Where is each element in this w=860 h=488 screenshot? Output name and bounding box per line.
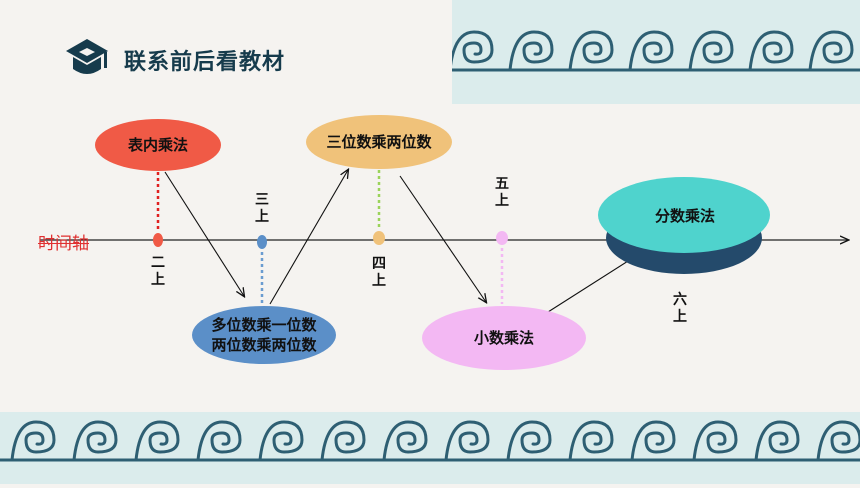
grade-label-2a: 二 上: [151, 255, 165, 288]
node-decimal-mult-shape: [422, 306, 586, 370]
spiral-wave-icon: [692, 420, 738, 462]
spiral-wave-icon: [258, 420, 304, 462]
spiral-wave-icon: [508, 30, 554, 72]
spiral-wave-icon: [754, 420, 800, 462]
page-title: 联系前后看教材: [124, 50, 286, 75]
spiral-wave-icon: [630, 420, 676, 462]
grade-label-4a: 四 上: [372, 256, 386, 289]
timeline-label: 时间轴: [38, 234, 89, 254]
spiral-wave-icon: [10, 420, 56, 462]
node-three-by-two-shape: [306, 115, 452, 169]
spiral-wave-icon: [196, 420, 242, 462]
decorative-wave-band-bottom: [0, 412, 860, 484]
timeline-point-grade5: [496, 231, 508, 245]
spiral-wave-icon: [506, 420, 552, 462]
spiral-wave-icon: [816, 420, 860, 462]
arrow-three-to-decimal: [399, 175, 486, 302]
node-three-by-two: 三位数乘两位数: [326, 133, 432, 151]
node-multi-digit-shape: [192, 306, 336, 364]
node-fraction-mult: 分数乘法: [654, 207, 715, 225]
grade-label-3a: 三 上: [255, 192, 269, 225]
spiral-wave-icon: [628, 30, 674, 72]
grade-label-6a: 六 上: [673, 292, 687, 325]
spiral-wave-pattern-top: [448, 30, 860, 72]
spiral-wave-icon: [688, 30, 734, 72]
timeline-point-grade3: [257, 235, 267, 249]
decorative-wave-band-top: [448, 0, 860, 104]
arrow-multi-to-three: [269, 170, 348, 305]
node-table-mult-shape: [95, 119, 221, 171]
node-decimal-mult: 小数乘法: [473, 329, 534, 347]
spiral-wave-icon: [568, 30, 614, 72]
spiral-wave-icon: [134, 420, 180, 462]
spiral-wave-pattern-bottom: [0, 420, 860, 462]
node-fraction-mult-shape: [598, 177, 770, 253]
spiral-wave-icon: [444, 420, 490, 462]
graduation-cap-icon: [66, 39, 108, 74]
arrow-table-to-multi: [164, 171, 244, 296]
arrow-decimal-to-fraction: [547, 256, 636, 313]
spiral-wave-icon: [748, 30, 794, 72]
timeline-point-grade4: [373, 231, 385, 245]
node-table-mult: 表内乘法: [127, 136, 188, 154]
node-multi-digit: 多位数乘一位数 两位数乘两位数: [211, 316, 317, 354]
spiral-wave-icon: [568, 420, 614, 462]
spiral-wave-icon: [808, 30, 854, 72]
grade-label-5a: 五 上: [495, 176, 509, 209]
timeline-point-grade2: [153, 233, 163, 247]
spiral-wave-icon: [72, 420, 118, 462]
spiral-wave-icon: [382, 420, 428, 462]
spiral-wave-icon: [448, 30, 494, 72]
header: 联系前后看教材: [62, 32, 285, 88]
spiral-wave-icon: [320, 420, 366, 462]
